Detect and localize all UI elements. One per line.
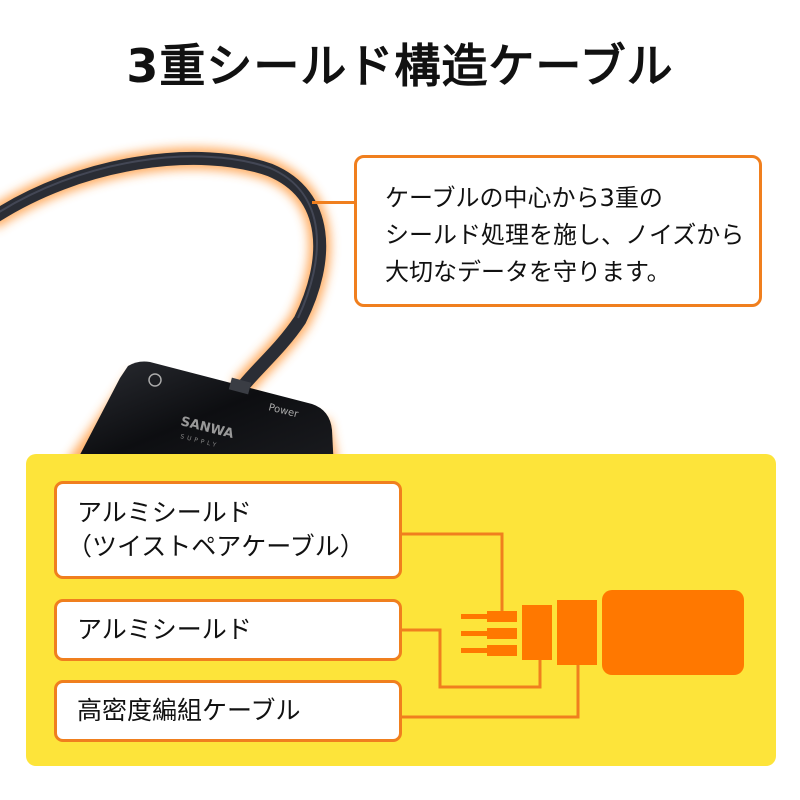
callout-text: ケーブルの中心から3重の シールド処理を施し、ノイズから 大切なデータを守ります… [385,184,745,286]
headphone-icon [148,373,162,387]
product-adapter-image: SANWA SUPPLY Power [0,147,340,470]
label-braided-cable: 高密度編組ケーブル [54,680,402,742]
label-twisted-pair-shield: アルミシールド （ツイストペアケーブル） [54,481,402,579]
label-aluminum-shield: アルミシールド [54,599,402,661]
callout-connector-line [312,201,356,204]
page-title: 3重シールド構造ケーブル [126,39,674,93]
description-callout: ケーブルの中心から3重の シールド処理を施し、ノイズから 大切なデータを守ります… [354,155,762,307]
